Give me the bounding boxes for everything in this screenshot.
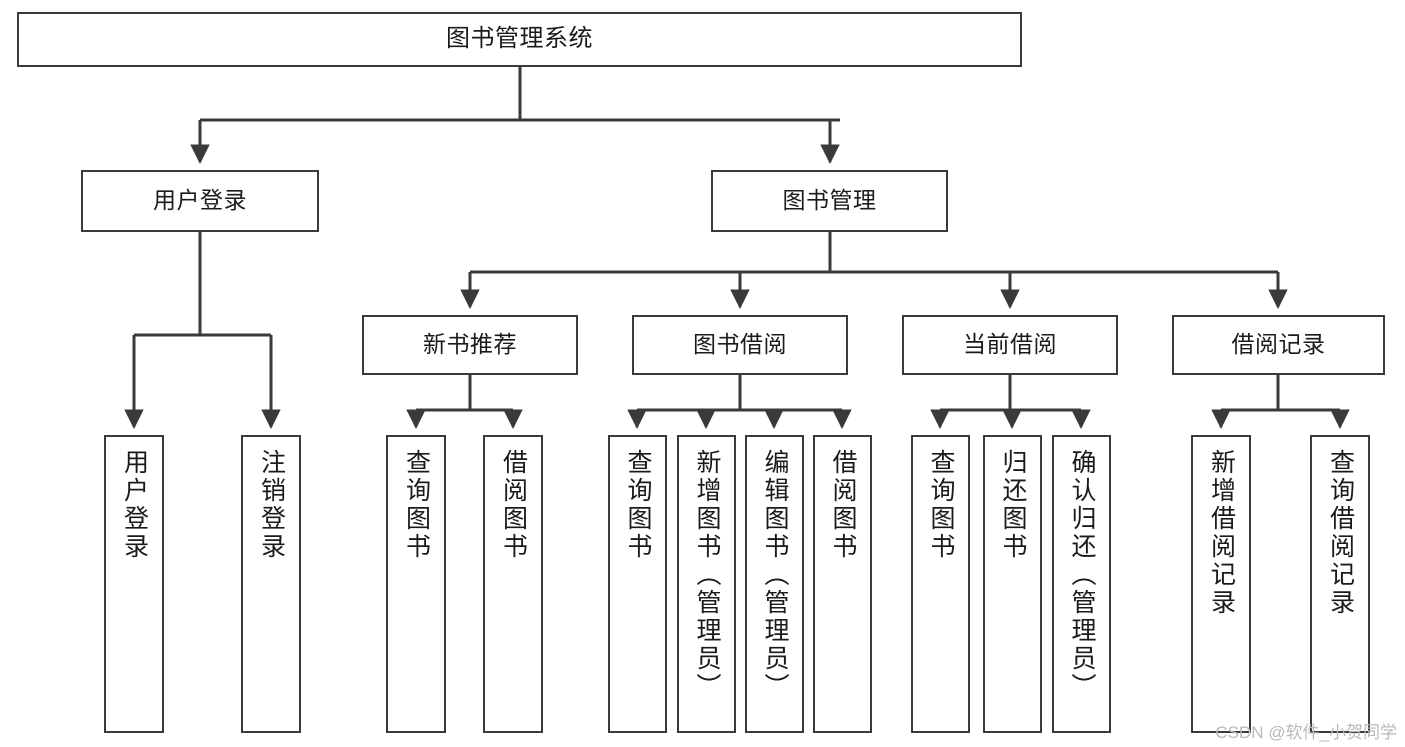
- edge-bookborrow-to-leaves: [627, 375, 852, 429]
- node-label: 归还图书: [999, 449, 1027, 561]
- node-label: 图书借阅: [693, 331, 787, 358]
- node-leaf-user-logout[interactable]: 注销登录: [241, 435, 301, 733]
- node-leaf-current-confirm-return-admin[interactable]: 确认归还（管理员）: [1052, 435, 1111, 733]
- node-label: 查询图书: [402, 449, 431, 561]
- node-current-borrow[interactable]: 当前借阅: [902, 315, 1118, 375]
- edge-newbook-to-leaves: [406, 375, 523, 429]
- node-label: 查询图书: [624, 449, 652, 561]
- node-leaf-borrow-query-book[interactable]: 查询图书: [608, 435, 667, 733]
- node-label: 借阅图书: [829, 449, 857, 561]
- node-label: 用户登录: [153, 187, 247, 214]
- node-label: 借阅记录: [1231, 331, 1326, 358]
- node-leaf-current-return-book[interactable]: 归还图书: [983, 435, 1042, 733]
- node-label: 确认归还（管理员）: [1068, 449, 1096, 701]
- node-borrow-record[interactable]: 借阅记录: [1172, 315, 1385, 375]
- node-user-login[interactable]: 用户登录: [81, 170, 319, 232]
- node-label: 新书推荐: [423, 331, 517, 358]
- node-root-book-management-system[interactable]: 图书管理系统: [17, 12, 1022, 67]
- edge-record-to-leaves: [1211, 375, 1350, 429]
- node-label: 借阅图书: [499, 449, 528, 561]
- node-leaf-current-query-book[interactable]: 查询图书: [911, 435, 970, 733]
- node-leaf-record-add-borrow-record[interactable]: 新增借阅记录: [1191, 435, 1251, 733]
- node-label: 查询借阅记录: [1326, 449, 1355, 617]
- node-leaf-borrow-add-book-admin[interactable]: 新增图书（管理员）: [677, 435, 736, 733]
- node-leaf-borrow-edit-book-admin[interactable]: 编辑图书（管理员）: [745, 435, 804, 733]
- node-label: 图书管理系统: [446, 25, 593, 53]
- node-label: 新增借阅记录: [1207, 449, 1236, 617]
- edge-root-to-level2: [190, 67, 840, 164]
- node-label: 编辑图书（管理员）: [761, 449, 789, 701]
- csdn-watermark: CSDN @软件_小贺同学: [1215, 723, 1397, 742]
- edge-book-to-level3: [460, 232, 1288, 309]
- node-leaf-user-login[interactable]: 用户登录: [104, 435, 164, 733]
- node-new-book-recommend[interactable]: 新书推荐: [362, 315, 578, 375]
- node-leaf-newbook-borrow-book[interactable]: 借阅图书: [483, 435, 543, 733]
- node-label: 新增图书（管理员）: [693, 449, 721, 701]
- node-label: 当前借阅: [963, 331, 1057, 358]
- node-leaf-newbook-query-book[interactable]: 查询图书: [386, 435, 446, 733]
- node-leaf-record-query-borrow-record[interactable]: 查询借阅记录: [1310, 435, 1370, 733]
- node-book-borrow[interactable]: 图书借阅: [632, 315, 848, 375]
- node-label: 用户登录: [120, 449, 149, 561]
- node-label: 查询图书: [927, 449, 955, 561]
- edge-current-to-leaves: [930, 375, 1091, 429]
- edge-user-to-leaves: [124, 232, 281, 429]
- node-label: 注销登录: [257, 449, 286, 561]
- node-book-management[interactable]: 图书管理: [711, 170, 948, 232]
- node-leaf-borrow-lend-book[interactable]: 借阅图书: [813, 435, 872, 733]
- node-label: 图书管理: [782, 187, 877, 214]
